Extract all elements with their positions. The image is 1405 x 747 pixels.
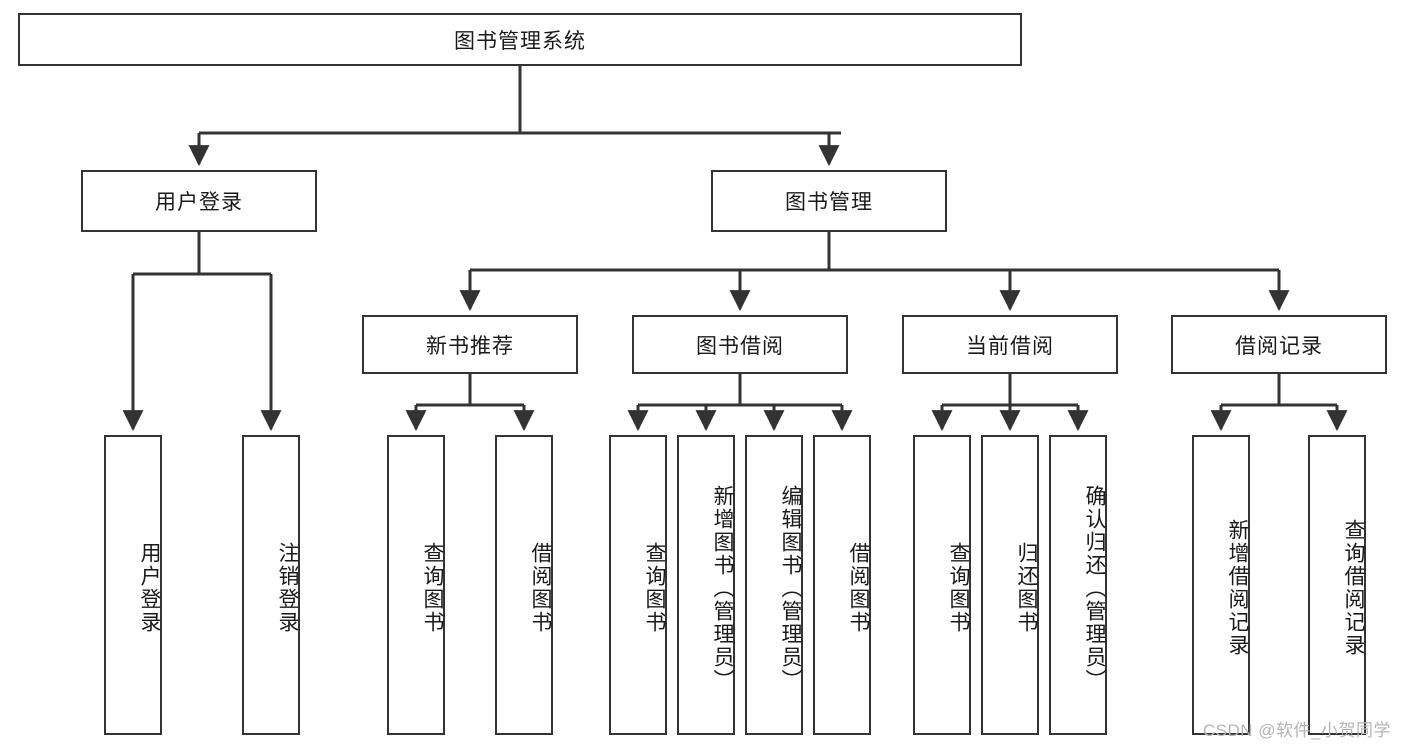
node-book-manage-label: 图书管理 [785,191,873,214]
node-leaf-current-borrow-1-label: 查询图书 [947,542,970,634]
node-book-manage[interactable]: 图书管理 [711,170,947,232]
node-root[interactable]: 图书管理系统 [18,13,1022,66]
node-book-borrow-label: 图书借阅 [696,334,784,358]
node-leaf-current-borrow-2[interactable]: 归还图书 [981,435,1039,735]
node-new-book-recommend-label: 新书推荐 [426,334,514,358]
node-leaf-current-borrow-3[interactable]: 确认归还（管理员） [1049,435,1107,735]
node-leaf-book-borrow-2[interactable]: 新增图书（管理员） [677,435,735,735]
node-borrow-record[interactable]: 借阅记录 [1171,315,1387,374]
node-leaf-book-borrow-1-label: 查询图书 [643,542,666,634]
node-leaf-current-borrow-3-label: 确认归还（管理员） [1083,484,1106,692]
watermark-text: CSDN @软件_小贺同学 [1202,721,1391,740]
node-leaf-user-login-2-label: 注销登录 [276,542,299,634]
node-user-login-label: 用户登录 [155,191,243,214]
node-root-label: 图书管理系统 [454,29,586,53]
node-leaf-book-borrow-4-label: 借阅图书 [847,542,870,634]
node-leaf-borrow-record-2-label: 查询借阅记录 [1342,519,1365,657]
node-leaf-current-borrow-1[interactable]: 查询图书 [913,435,971,735]
node-leaf-current-borrow-2-label: 归还图书 [1015,542,1038,634]
node-leaf-borrow-record-1-label: 新增借阅记录 [1226,519,1249,657]
node-current-borrow[interactable]: 当前借阅 [902,315,1118,374]
node-borrow-record-label: 借阅记录 [1235,334,1323,358]
node-leaf-borrow-record-1[interactable]: 新增借阅记录 [1192,435,1250,735]
node-leaf-new-book-1-label: 查询图书 [421,542,444,634]
node-new-book-recommend[interactable]: 新书推荐 [362,315,578,374]
node-leaf-new-book-1[interactable]: 查询图书 [387,435,445,735]
node-leaf-new-book-2[interactable]: 借阅图书 [495,435,553,735]
node-leaf-book-borrow-3-label: 编辑图书（管理员） [779,484,802,692]
node-leaf-new-book-2-label: 借阅图书 [529,542,552,634]
node-user-login[interactable]: 用户登录 [81,170,317,232]
node-leaf-borrow-record-2[interactable]: 查询借阅记录 [1308,435,1366,735]
node-leaf-book-borrow-1[interactable]: 查询图书 [609,435,667,735]
node-leaf-user-login-1[interactable]: 用户登录 [104,435,162,735]
node-leaf-book-borrow-3[interactable]: 编辑图书（管理员） [745,435,803,735]
node-leaf-book-borrow-2-label: 新增图书（管理员） [711,484,734,692]
node-current-borrow-label: 当前借阅 [966,334,1054,358]
node-leaf-book-borrow-4[interactable]: 借阅图书 [813,435,871,735]
node-leaf-user-login-2[interactable]: 注销登录 [242,435,300,735]
node-leaf-user-login-1-label: 用户登录 [138,542,161,634]
node-book-borrow[interactable]: 图书借阅 [632,315,848,374]
